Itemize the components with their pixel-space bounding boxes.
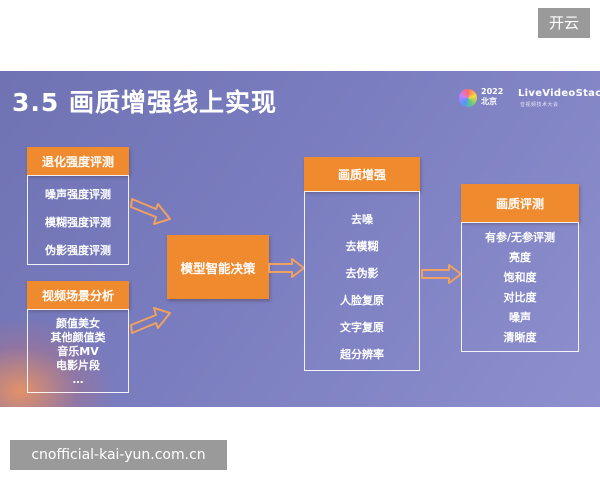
list-item: 去伪影 — [345, 267, 379, 280]
evaluate-header: 画质评测 — [461, 184, 579, 222]
degradation-header: 退化强度评测 — [27, 147, 129, 175]
logo-year: 2022 北京 — [481, 87, 504, 106]
list-item: 对比度 — [503, 291, 537, 304]
list-item: 其他颜值类 — [50, 331, 106, 344]
list-item: 噪声强度评测 — [45, 188, 111, 201]
enhance-header: 画质增强 — [304, 157, 420, 191]
evaluate-panel: 有参/无参评测 亮度 饱和度 对比度 噪声 清晰度 — [461, 222, 579, 352]
arrow-right-icon — [421, 264, 462, 284]
scene-analysis-header: 视频场景分析 — [27, 281, 129, 309]
watermark-link[interactable]: cnofficial-kai-yun.com.cn — [10, 440, 227, 470]
degradation-panel: 噪声强度评测 模糊强度评测 伪影强度评测 — [27, 175, 129, 265]
arrow-right-down-icon — [130, 198, 171, 225]
list-item: 去模糊 — [345, 240, 379, 253]
list-item: 亮度 — [509, 251, 531, 264]
logo-brand: LiveVideoStack — [518, 88, 600, 99]
list-item: 文字复原 — [340, 321, 384, 334]
slide-title: 3.5 画质增强线上实现 — [12, 88, 277, 117]
enhance-panel: 去噪 去模糊 去伪影 人脸复原 文字复原 超分辨率 — [304, 191, 420, 371]
arrow-right-icon — [268, 258, 305, 278]
scene-analysis-panel: 颜值美女 其他颜值类 音乐MV 电影片段 … — [27, 309, 129, 393]
list-item: 伪影强度评测 — [45, 244, 111, 257]
logo-subtitle: 音视频技术大会 — [520, 102, 559, 108]
list-item: 颜值美女 — [56, 317, 100, 330]
list-item: 人脸复原 — [340, 294, 384, 307]
list-item: 有参/无参评测 — [484, 231, 556, 244]
arrow-right-up-icon — [130, 307, 171, 334]
conference-logo-icon — [459, 89, 477, 107]
list-item: 电影片段 — [56, 359, 100, 372]
list-item: 去噪 — [351, 213, 373, 226]
top-right-button[interactable]: 开云 — [538, 8, 590, 38]
list-item: 音乐MV — [57, 345, 99, 358]
list-item: 超分辨率 — [340, 348, 384, 361]
list-item: 饱和度 — [503, 271, 537, 284]
model-decision-box: 模型智能决策 — [167, 235, 269, 299]
slide: 3.5 画质增强线上实现 2022 北京 LiveVideoStack 音视频技… — [0, 71, 600, 407]
list-item: … — [72, 373, 84, 386]
list-item: 噪声 — [509, 311, 531, 324]
list-item: 清晰度 — [503, 331, 537, 344]
list-item: 模糊强度评测 — [45, 216, 111, 229]
